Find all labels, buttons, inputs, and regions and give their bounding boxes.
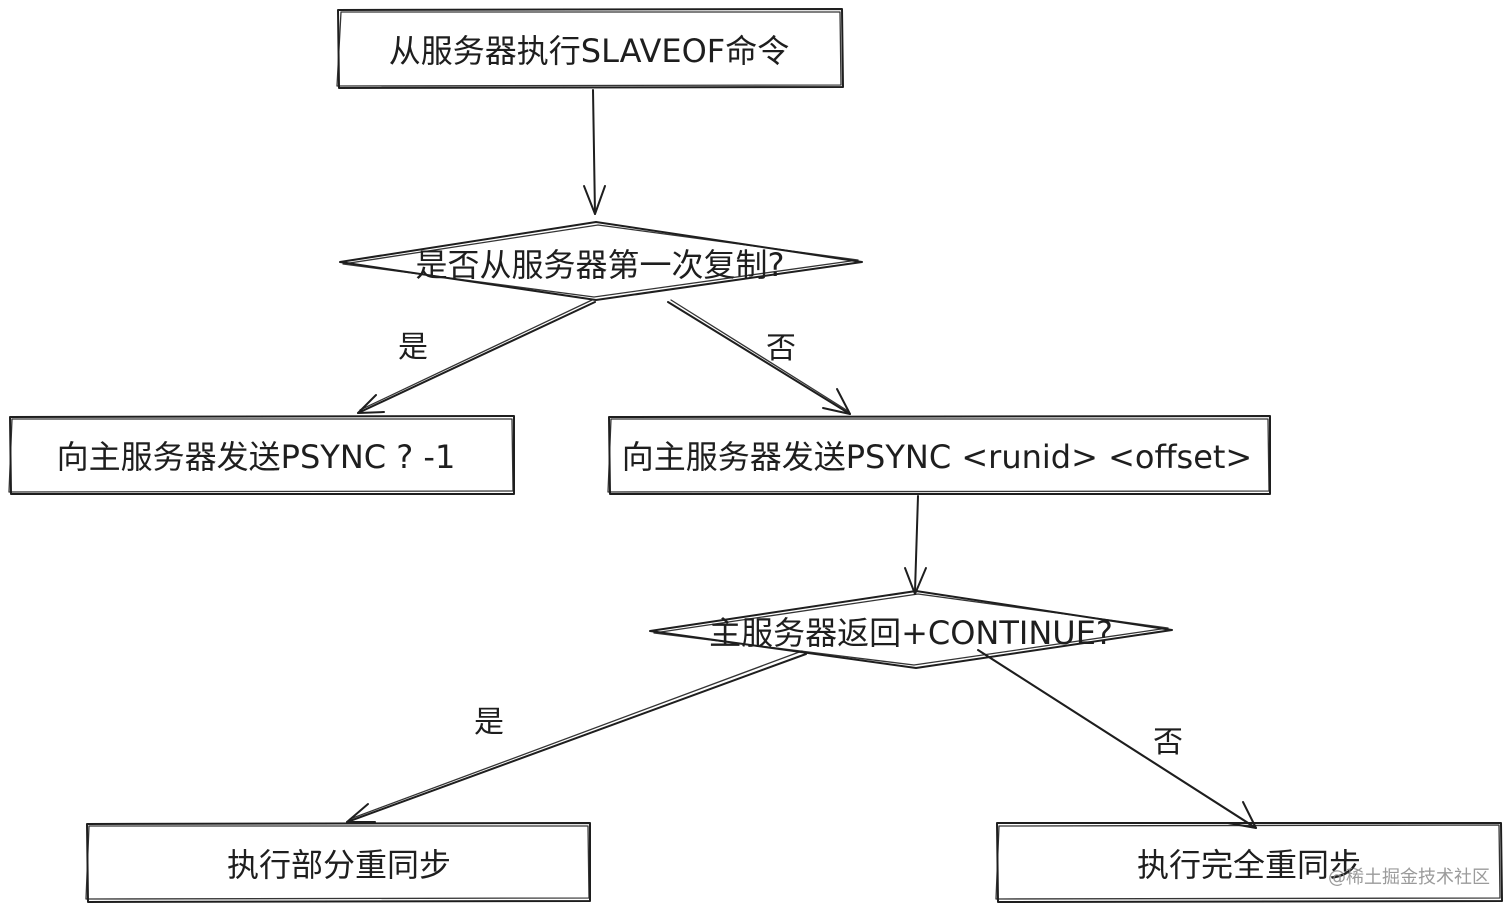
first-no-label: 否	[766, 331, 796, 366]
edge-first-no	[667, 299, 851, 415]
send-psync-full-label: 向主服务器发送PSYNC ? -1	[57, 438, 456, 476]
full-resync-label: 执行完全重同步	[1137, 846, 1361, 884]
edge-first-yes	[357, 299, 596, 414]
send-psync-partial-node: 向主服务器发送PSYNC <runid> <offset>	[607, 415, 1271, 495]
send-psync-full-node: 向主服务器发送PSYNC ? -1	[8, 415, 515, 495]
first-copy-decision-node: 是否从服务器第一次复制?	[339, 221, 863, 301]
edge-start-to-decision	[583, 89, 606, 215]
first-copy-decision-label: 是否从服务器第一次复制?	[416, 246, 785, 284]
full-resync-box	[996, 822, 1503, 903]
send-psync-partial-box	[608, 415, 1271, 495]
continue-yes-label: 是	[474, 705, 504, 740]
partial-resync-node: 执行部分重同步	[85, 822, 591, 903]
first-copy-decision-diamond	[339, 221, 863, 301]
edge-continue-no	[977, 649, 1257, 829]
full-resync-node: 执行完全重同步	[995, 822, 1503, 903]
continue-decision-diamond	[649, 590, 1173, 669]
watermark-text: @稀土掘金技术社区	[1328, 867, 1490, 888]
send-psync-partial-label: 向主服务器发送PSYNC <runid> <offset>	[622, 438, 1253, 476]
send-psync-full-box	[9, 415, 515, 495]
first-yes-label: 是	[398, 330, 428, 365]
partial-resync-label: 执行部分重同步	[227, 846, 451, 884]
start-node: 从服务器执行SLAVEOF命令	[336, 8, 844, 89]
partial-resync-box	[86, 822, 591, 903]
continue-no-label: 否	[1153, 725, 1183, 760]
continue-decision-label: 主服务器返回+CONTINUE?	[709, 614, 1113, 652]
edge-psync-to-continue	[904, 495, 927, 595]
start-node-label: 从服务器执行SLAVEOF命令	[389, 32, 789, 70]
edge-continue-yes	[346, 650, 807, 823]
continue-decision-node: 主服务器返回+CONTINUE?	[649, 590, 1173, 669]
